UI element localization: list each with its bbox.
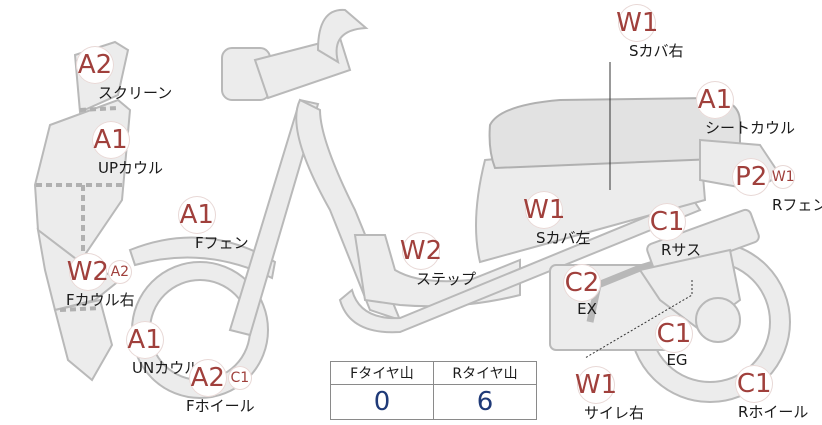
seat-cowl-code-1: A1: [696, 81, 734, 119]
r-wheel-code-1: C1: [735, 365, 774, 403]
r-suspension-name: Rサス: [661, 241, 702, 259]
r-wheel-name: Rホイール: [738, 403, 809, 421]
cowl-divider-4: [59, 306, 101, 312]
f-fender-name: Fフェン: [195, 234, 249, 252]
s-cover-right-code-1: W1: [616, 4, 658, 42]
f-cowl-right-code-1: W2: [67, 253, 109, 291]
label-f-wheel[interactable]: A2 C1 Fホイール: [186, 359, 255, 416]
leader-silencer: [584, 280, 693, 359]
label-engine[interactable]: C1 EG: [655, 315, 693, 369]
rear-hub: [695, 297, 741, 343]
label-step[interactable]: W2 ステップ: [366, 232, 476, 289]
seat-cowl-name: シートカウル: [705, 119, 796, 137]
label-f-fender[interactable]: A1 Fフェン: [145, 196, 249, 253]
r-suspension-code-1: C1: [648, 203, 687, 241]
side-cover-body: [475, 138, 707, 264]
r-fender-code-2: W1: [771, 165, 796, 189]
f-wheel-name: Fホイール: [186, 397, 255, 415]
front-tire-value[interactable]: 0: [330, 384, 434, 420]
up-cowl-name: UPカウル: [98, 159, 164, 177]
un-cowl-code-1: A1: [125, 321, 164, 359]
front-fork: [228, 98, 320, 337]
screen-code-1: A2: [76, 46, 114, 84]
exhaust-name: EX: [577, 300, 597, 318]
label-un-cowl[interactable]: A1 UNカウル: [90, 321, 199, 378]
engine-name: EG: [666, 351, 688, 369]
un-cowl-name: UNカウル: [132, 359, 200, 377]
silencer-right-name: サイレ右: [584, 404, 645, 422]
silencer-right-code-1: W1: [575, 366, 617, 404]
label-seat-cowl[interactable]: A1 シートカウル: [635, 81, 795, 138]
f-cowl-right-name: Fカウル右: [66, 291, 135, 309]
s-cover-left-name: Sカバ左: [536, 229, 591, 247]
mirror-stalk: [316, 8, 369, 65]
front-tire-header: Fタイヤ山: [330, 361, 434, 385]
label-s-cover-left[interactable]: W1 Sカバ左: [498, 191, 591, 248]
s-cover-right-name: Sカバ右: [629, 42, 684, 60]
exhaust-code-1: C2: [563, 264, 601, 302]
step-name: ステップ: [416, 270, 477, 288]
label-screen[interactable]: A2 スクリーン: [76, 46, 172, 103]
label-f-cowl-right[interactable]: W2 A2 Fカウル右: [66, 253, 135, 310]
label-r-fender[interactable]: P2 W1 Rフェン: [700, 158, 822, 215]
screen-name: スクリーン: [98, 84, 173, 102]
front-fender-shape: [128, 236, 277, 280]
up-cowl-code-1: A1: [91, 121, 130, 159]
step-code-1: W2: [400, 232, 442, 270]
rear-tire-header: Rタイヤ山: [433, 361, 537, 385]
f-fender-code-1: A1: [177, 196, 216, 234]
label-up-cowl[interactable]: A1 UPカウル: [58, 121, 163, 178]
cowl-divider-1: [79, 106, 119, 112]
under-cowl: [53, 298, 114, 382]
tire-tread-table: Fタイヤ山 Rタイヤ山 0 6: [330, 361, 537, 420]
engine-code-1: C1: [655, 315, 693, 353]
f-wheel-code-2: C1: [227, 366, 252, 390]
label-exhaust[interactable]: C2 EX: [563, 264, 601, 318]
f-cowl-right-code-2: A2: [107, 260, 132, 284]
f-wheel-code-1: A2: [188, 359, 227, 397]
label-s-cover-right[interactable]: W1 Sカバ右: [591, 4, 684, 61]
s-cover-left-code-1: W1: [523, 191, 565, 229]
rear-tire-value[interactable]: 6: [433, 384, 537, 420]
r-fender-name: Rフェン: [772, 196, 822, 214]
label-r-wheel[interactable]: C1 Rホイール: [700, 365, 808, 422]
exhaust-pipe: [586, 258, 662, 323]
label-silencer-right[interactable]: W1 サイレ右: [548, 366, 644, 423]
r-fender-code-1: P2: [732, 158, 771, 196]
label-r-suspension[interactable]: C1 Rサス: [633, 203, 701, 260]
